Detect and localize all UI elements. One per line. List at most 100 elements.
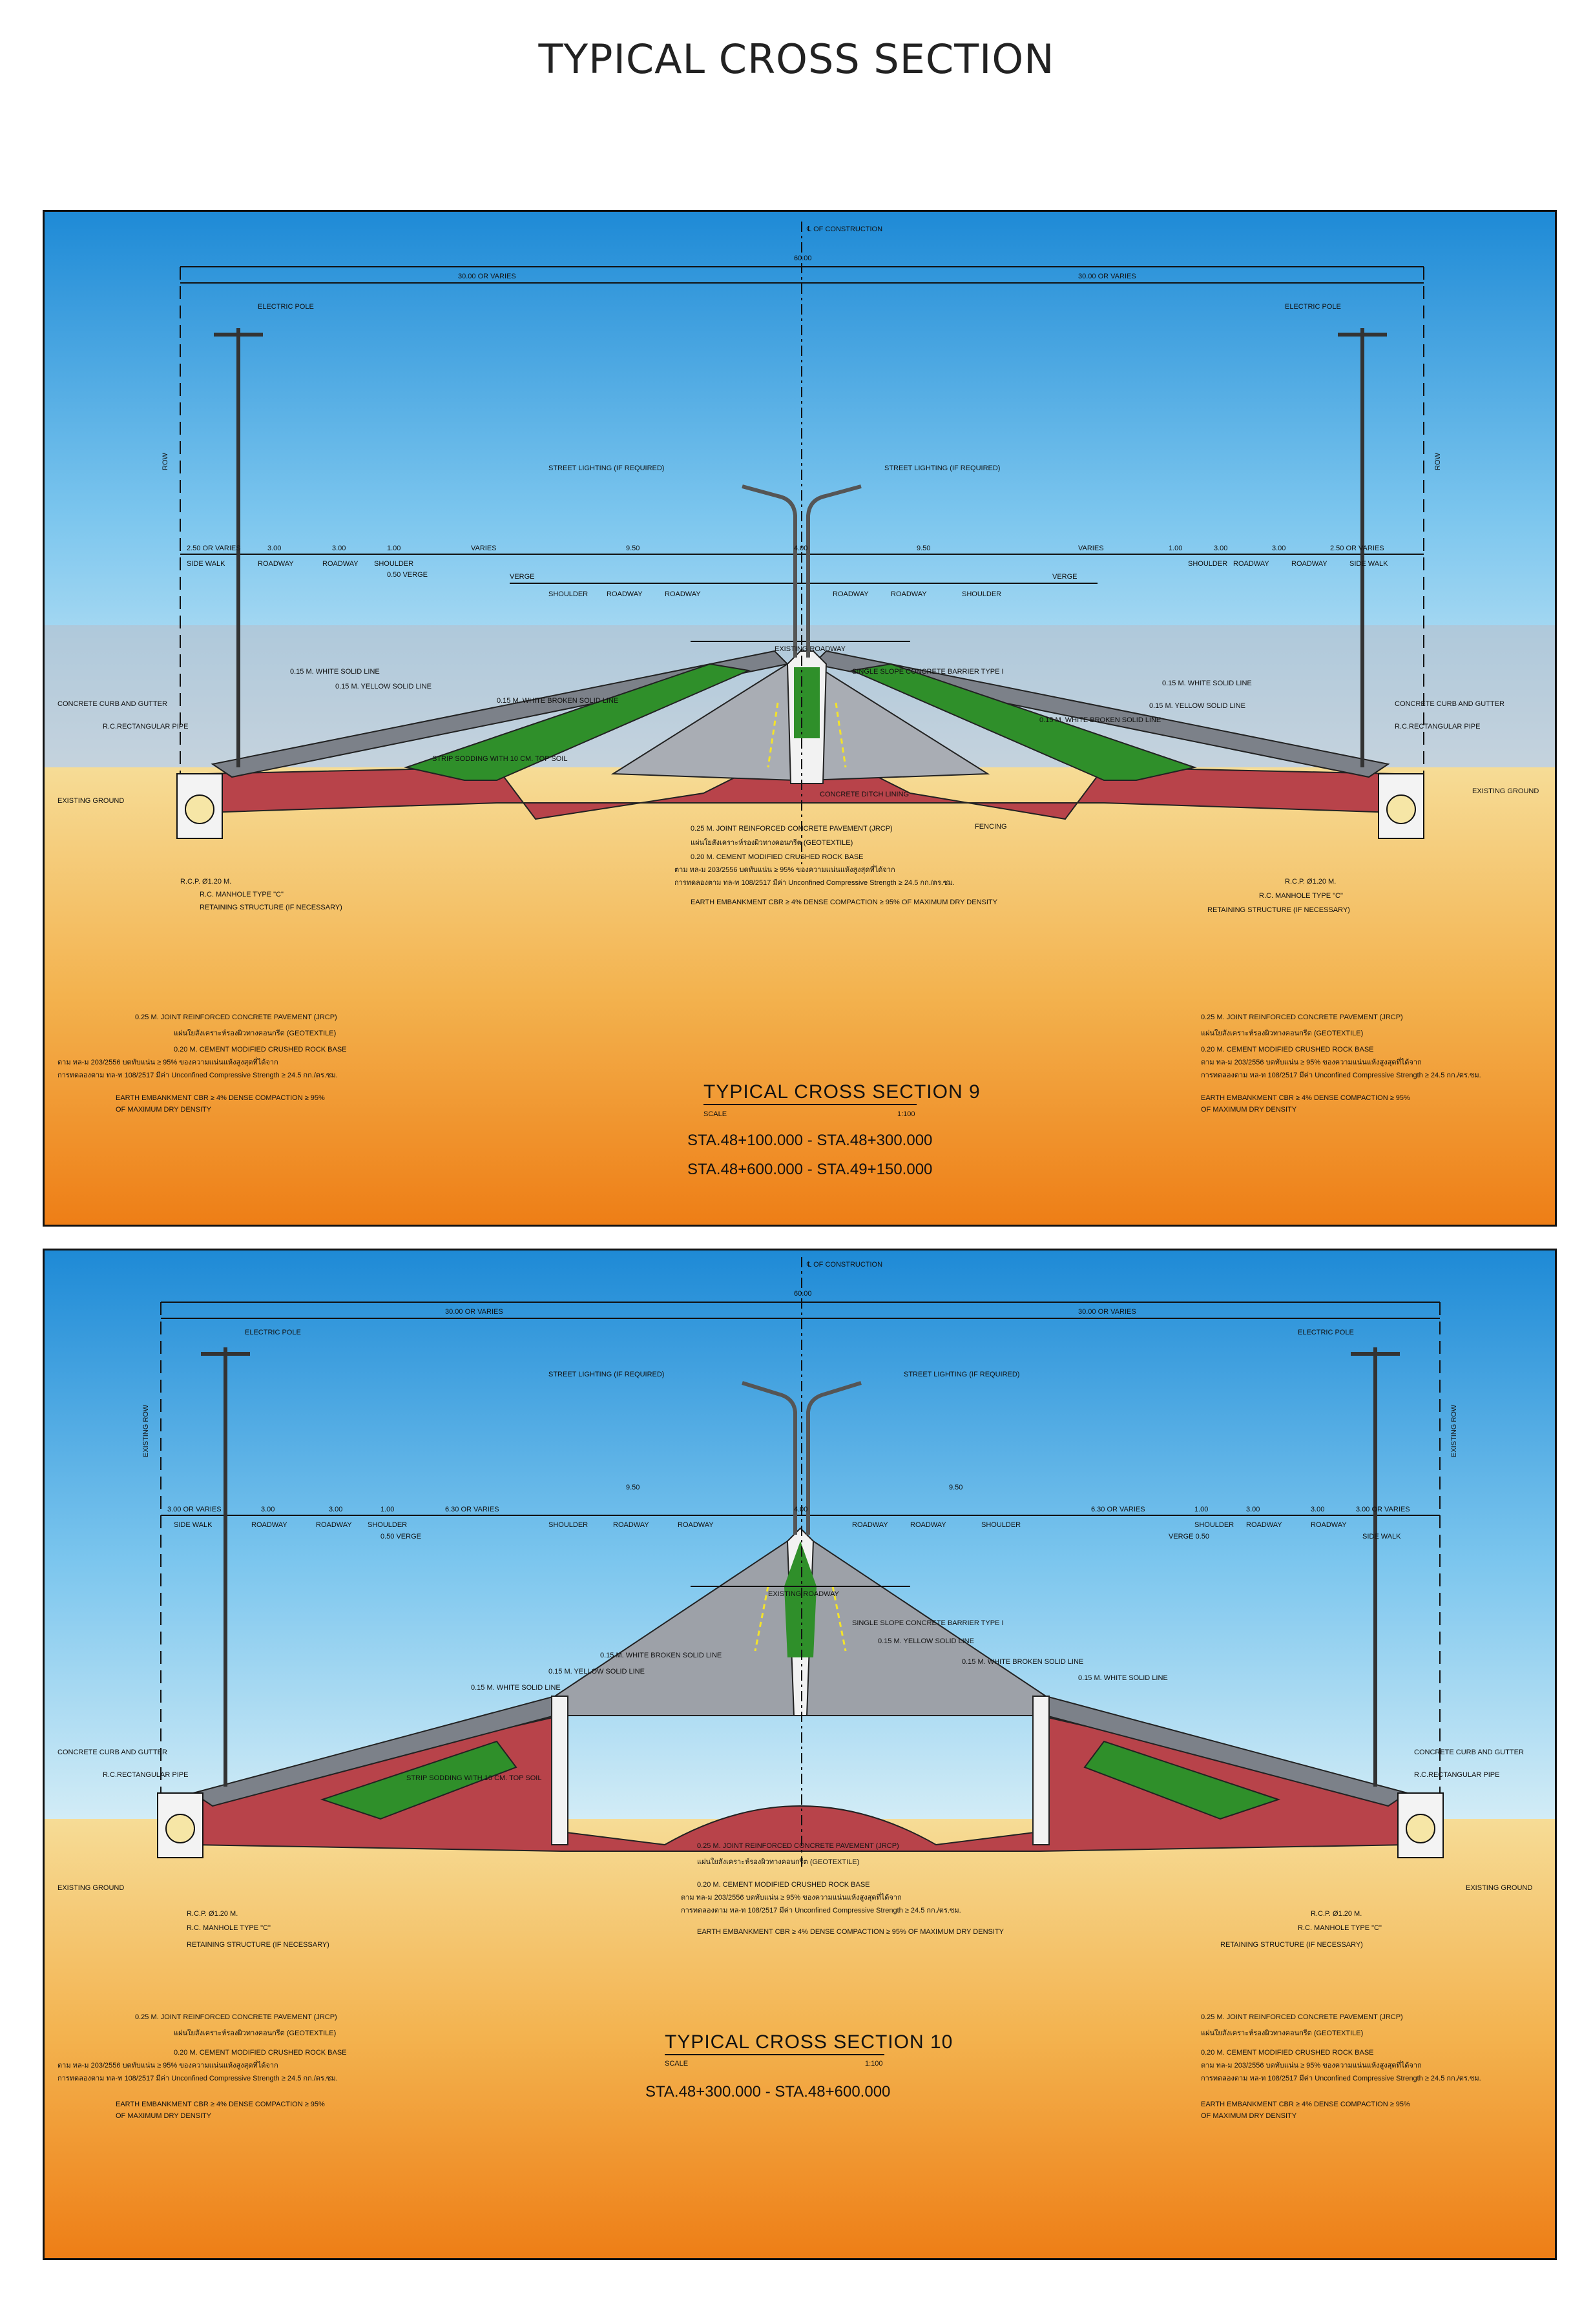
- grass-left: [320, 1740, 517, 1820]
- curb-note-left: CONCRETE CURB AND GUTTER: [57, 700, 167, 708]
- dim-right-0: 9.50: [949, 1484, 963, 1491]
- pipe-left: [165, 1814, 195, 1843]
- bottom-note-left-2: 0.20 M. CEMENT MODIFIED CRUSHED ROCK BAS…: [174, 1046, 347, 1053]
- side-note-left-0: R.C.P. Ø1.20 M.: [187, 1910, 238, 1918]
- half-width-right: 30.00 OR VARIES: [1078, 1308, 1136, 1316]
- section-title: TYPICAL CROSS SECTION 9: [703, 1081, 981, 1103]
- bottom-note-left-5: EARTH EMBANKMENT CBR ≥ 4% DENSE COMPACTI…: [116, 1094, 325, 1102]
- electric-pole-left-label: ELECTRIC POLE: [245, 1329, 301, 1336]
- bottom-note-left-6: OF MAXIMUM DRY DENSITY: [116, 2112, 212, 2120]
- center-note-1: แผ่นใยสังเคราะห์รองผิวทางคอนกรีต (GEOTEX…: [691, 838, 853, 847]
- lane-label-right-4: ROADWAY: [1246, 1521, 1282, 1529]
- existing-roadway: EXISTING ROADWAY: [768, 1590, 840, 1598]
- dim-left-5: 9.50: [626, 545, 640, 552]
- dim-right-4: 3.00: [1311, 1506, 1324, 1513]
- yellow-line-right: [835, 702, 847, 768]
- street-light-right: [806, 484, 862, 658]
- lane-label-right-2: SHOULDER: [962, 590, 1001, 598]
- lane-label-left-0: SIDE WALK: [187, 560, 225, 568]
- pipe-right: [1406, 1814, 1435, 1843]
- street-lighting-left: STREET LIGHTING (IF REQUIRED): [548, 1371, 664, 1378]
- half-width-right: 30.00 OR VARIES: [1078, 273, 1136, 280]
- curb-note-right: CONCRETE CURB AND GUTTER: [1414, 1748, 1524, 1756]
- scale-label: SCALE: [665, 2060, 688, 2068]
- bottom-note-right-6: OF MAXIMUM DRY DENSITY: [1201, 1106, 1297, 1114]
- lane-label-left-7: ROADWAY: [678, 1521, 714, 1529]
- line-note-right-2: 0.15 M. WHITE BROKEN SOLID LINE: [1039, 716, 1161, 724]
- lane-label-right-4: SHOULDER: [1188, 560, 1227, 568]
- median-grass: [784, 1541, 817, 1657]
- bottom-note-left-2: 0.20 M. CEMENT MODIFIED CRUSHED ROCK BAS…: [174, 2049, 347, 2057]
- pipe-right: [1386, 794, 1416, 824]
- lane-label-right-0: ROADWAY: [833, 590, 869, 598]
- bottom-note-left-1: แผ่นใยสังเคราะห์รองผิวทางคอนกรีต (GEOTEX…: [174, 1029, 336, 1037]
- center-note-4: การทดลองตาม ทล-ท 108/2517 มีค่า Unconfin…: [674, 878, 955, 887]
- bottom-note-left-0: 0.25 M. JOINT REINFORCED CONCRETE PAVEME…: [135, 1013, 337, 1021]
- dim-left-1: 3.00: [261, 1506, 275, 1513]
- dim-left-2: 3.00: [329, 1506, 342, 1513]
- pipe-note-right: R.C.RECTANGULAR PIPE: [1395, 723, 1480, 731]
- center-note-1: แผ่นใยสังเคราะห์รองผิวทางคอนกรีต (GEOTEX…: [697, 1858, 859, 1866]
- side-note-left-2: RETAINING STRUCTURE (IF NECESSARY): [187, 1941, 329, 1949]
- curb-note-right: CONCRETE CURB AND GUTTER: [1395, 700, 1504, 708]
- center-note-5: EARTH EMBANKMENT CBR ≥ 4% DENSE COMPACTI…: [697, 1928, 1005, 1936]
- lane-label-left-8: ROADWAY: [665, 590, 701, 598]
- side-note-left-1: R.C. MANHOLE TYPE "C": [200, 891, 284, 898]
- lane-label-left-5: SHOULDER: [548, 1521, 588, 1529]
- line-note-left-2: 0.15 M. WHITE BROKEN SOLID LINE: [497, 697, 618, 705]
- lane-label-left-6: SHOULDER: [548, 590, 588, 598]
- lane-label-left-3: SHOULDER: [368, 1521, 407, 1529]
- pipe-left: [185, 794, 214, 824]
- line-note-right-0: 0.15 M. WHITE SOLID LINE: [1078, 1674, 1168, 1682]
- bottom-note-right-1: แผ่นใยสังเคราะห์รองผิวทางคอนกรีต (GEOTEX…: [1201, 1029, 1363, 1037]
- lane-label-left-0: SIDE WALK: [174, 1521, 213, 1529]
- median-width: 4.00: [794, 1506, 807, 1513]
- lane-label-left-2: ROADWAY: [322, 560, 359, 568]
- lane-label-right-3: VERGE: [1052, 573, 1078, 581]
- bottom-note-left-3: ตาม ทล-ม 203/2556 บดทับแน่น ≥ 95% ของควา…: [57, 2060, 278, 2070]
- dim-right-3: 3.00: [1246, 1506, 1260, 1513]
- ground-note-right: EXISTING GROUND: [1472, 787, 1539, 795]
- side-note-right-2: RETAINING STRUCTURE (IF NECESSARY): [1207, 906, 1350, 914]
- dim-right-5: 3.00 OR VARIES: [1356, 1506, 1410, 1513]
- lane-label-left-1: ROADWAY: [258, 560, 294, 568]
- line-note-left-1: 0.15 M. YELLOW SOLID LINE: [335, 683, 432, 690]
- electric-pole-right-label: ELECTRIC POLE: [1298, 1329, 1354, 1336]
- cross-section-9-drawing: ℄ OF CONSTRUCTION 60.00 30.00 OR VARIES …: [45, 212, 1555, 1225]
- half-width-left: 30.00 OR VARIES: [458, 273, 516, 280]
- ground-note-left: EXISTING GROUND: [57, 797, 124, 805]
- side-note-right-1: R.C. MANHOLE TYPE "C": [1259, 892, 1343, 900]
- dim-right-5: 2.50 OR VARIES: [1330, 545, 1384, 552]
- center-note-3: ตาม ทล-ม 203/2556 บดทับแน่น ≥ 95% ของควา…: [674, 864, 895, 874]
- electric-pole-right-label: ELECTRIC POLE: [1285, 303, 1341, 311]
- dim-left-2: 3.00: [332, 545, 346, 552]
- scale-label: SCALE: [703, 1110, 727, 1118]
- lane-label-right-7: SIDE WALK: [1362, 1533, 1401, 1541]
- sodding-note: STRIP SODDING WITH 10 CM. TOP SOIL: [406, 1774, 541, 1782]
- bottom-note-right-0: 0.25 M. JOINT REINFORCED CONCRETE PAVEME…: [1201, 2013, 1403, 2021]
- ground-note-left: EXISTING GROUND: [57, 1884, 124, 1892]
- line-note-left-1: 0.15 M. YELLOW SOLID LINE: [548, 1668, 645, 1676]
- line-note-left-2: 0.15 M. WHITE BROKEN SOLID LINE: [600, 1652, 722, 1659]
- centerline-label: ℄ OF CONSTRUCTION: [806, 1261, 882, 1269]
- pipe-note-left: R.C.RECTANGULAR PIPE: [103, 1771, 188, 1779]
- yellow-line-left: [767, 702, 779, 768]
- barrier-note: SINGLE SLOPE CONCRETE BARRIER TYPE I: [852, 1619, 1004, 1627]
- retaining-wall-left: [551, 1696, 568, 1845]
- dim-right-1: 6.30 OR VARIES: [1091, 1506, 1145, 1513]
- cross-section-9-panel: ℄ OF CONSTRUCTION 60.00 30.00 OR VARIES …: [43, 210, 1557, 1227]
- dim-left-0: 3.00 OR VARIES: [167, 1506, 222, 1513]
- bottom-note-right-5: EARTH EMBANKMENT CBR ≥ 4% DENSE COMPACTI…: [1201, 2101, 1410, 2108]
- row-left-label: ROW: [161, 453, 169, 471]
- lane-label-right-3: SHOULDER: [1194, 1521, 1234, 1529]
- side-note-left-1: R.C. MANHOLE TYPE "C": [187, 1924, 271, 1932]
- street-light-right: [806, 1381, 862, 1535]
- median-width: 4.00: [794, 545, 807, 552]
- dim-right-4: 3.00: [1272, 545, 1286, 552]
- side-note-left-0: R.C.P. Ø1.20 M.: [180, 878, 231, 886]
- dim-left-4: 6.30 OR VARIES: [445, 1506, 499, 1513]
- lane-label-right-5: ROADWAY: [1233, 560, 1269, 568]
- bottom-note-left-3: ตาม ทล-ม 203/2556 บดทับแน่น ≥ 95% ของควา…: [57, 1057, 278, 1066]
- dim-right-1: VARIES: [1078, 545, 1104, 552]
- dim-right-2: 1.00: [1194, 1506, 1208, 1513]
